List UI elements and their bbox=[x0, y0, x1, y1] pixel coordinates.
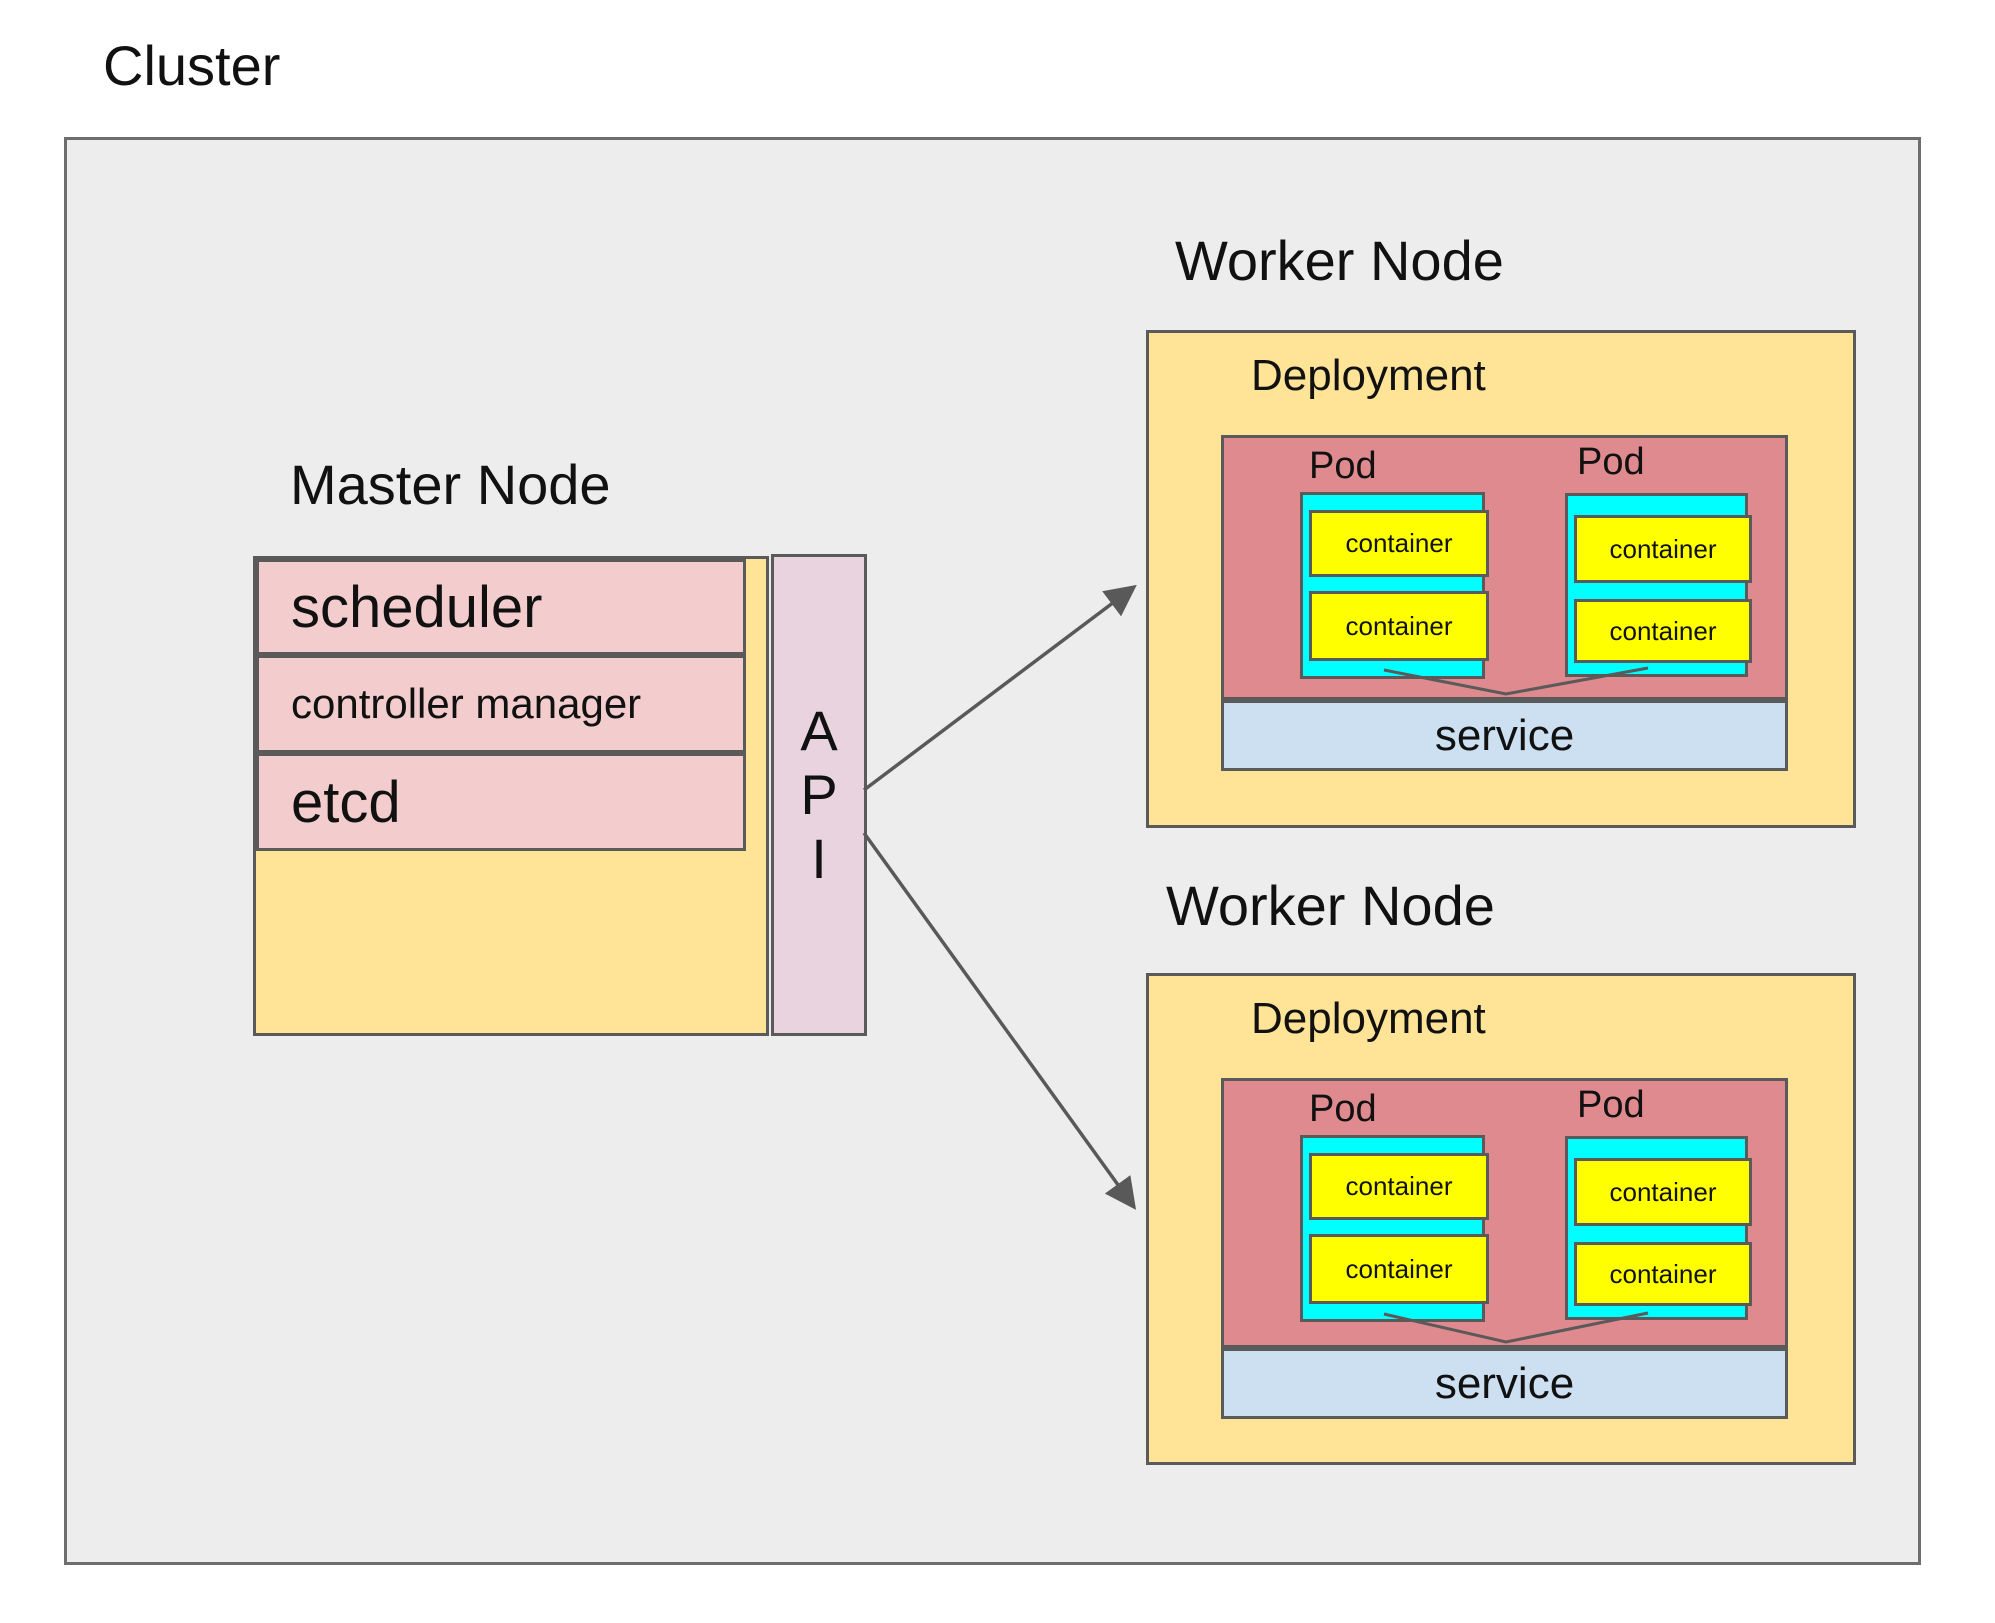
cluster-box: Master Node scheduler controller manager… bbox=[64, 137, 1921, 1565]
controller-manager-box: controller manager bbox=[256, 655, 746, 753]
worker1-pod1-container1: container bbox=[1309, 510, 1489, 577]
worker1-pod1-label: Pod bbox=[1309, 445, 1377, 487]
container-label: container bbox=[1345, 1253, 1453, 1284]
api-letter-a: A bbox=[800, 699, 838, 762]
api-server-box: A P I bbox=[771, 554, 867, 1036]
container-label: container bbox=[1609, 1258, 1717, 1289]
scheduler-box: scheduler bbox=[256, 559, 746, 655]
worker-node-1-box: Deployment Pod Pod container container c… bbox=[1146, 330, 1856, 828]
cluster-title: Cluster bbox=[103, 34, 281, 97]
worker-node-1-title: Worker Node bbox=[1175, 229, 1504, 292]
controller-manager-label: controller manager bbox=[291, 680, 642, 727]
worker1-pod1-box: container container bbox=[1300, 492, 1489, 679]
master-node-box: scheduler controller manager etcd bbox=[253, 556, 769, 1036]
master-node-title: Master Node bbox=[290, 453, 611, 516]
api-letter-i: I bbox=[811, 827, 827, 890]
worker1-service-bar: service bbox=[1221, 700, 1788, 771]
etcd-box: etcd bbox=[256, 753, 746, 851]
worker1-pod2-container2: container bbox=[1574, 599, 1752, 663]
worker2-pod2-container2: container bbox=[1574, 1242, 1752, 1306]
deployment-1-pods-area: Pod Pod container container container bbox=[1221, 435, 1788, 700]
etcd-label: etcd bbox=[291, 769, 401, 835]
service-label: service bbox=[1434, 1358, 1575, 1408]
worker1-pod2-label: Pod bbox=[1577, 441, 1645, 483]
worker2-pod1-container1: container bbox=[1309, 1153, 1489, 1220]
api-letter-p: P bbox=[800, 763, 838, 826]
service-label: service bbox=[1434, 710, 1575, 760]
worker-node-2-box: Deployment Pod Pod container container c… bbox=[1146, 973, 1856, 1465]
worker2-service-bar: service bbox=[1221, 1348, 1788, 1419]
worker2-pod2-box: container container bbox=[1565, 1136, 1752, 1320]
worker1-pod2-box: container container bbox=[1565, 493, 1752, 677]
container-label: container bbox=[1609, 1176, 1717, 1207]
worker2-pod1-container2: container bbox=[1309, 1234, 1489, 1304]
container-label: container bbox=[1345, 1171, 1453, 1201]
container-label: container bbox=[1609, 615, 1717, 646]
worker2-pod2-container1: container bbox=[1574, 1158, 1752, 1226]
deployment-2-pods-area: Pod Pod container container container bbox=[1221, 1078, 1788, 1348]
worker1-pod1-container2: container bbox=[1309, 591, 1489, 661]
container-label: container bbox=[1345, 610, 1453, 641]
container-label: container bbox=[1609, 533, 1717, 564]
worker2-pod2-label: Pod bbox=[1577, 1084, 1645, 1126]
worker2-pod1-label: Pod bbox=[1309, 1088, 1377, 1130]
worker2-pod1-box: container container bbox=[1300, 1135, 1489, 1322]
worker-node-2-title: Worker Node bbox=[1166, 874, 1495, 937]
container-label: container bbox=[1345, 528, 1453, 558]
deployment-2-label: Deployment bbox=[1251, 994, 1486, 1043]
scheduler-label: scheduler bbox=[291, 574, 543, 640]
worker1-pod2-container1: container bbox=[1574, 515, 1752, 583]
deployment-1-label: Deployment bbox=[1251, 351, 1486, 400]
